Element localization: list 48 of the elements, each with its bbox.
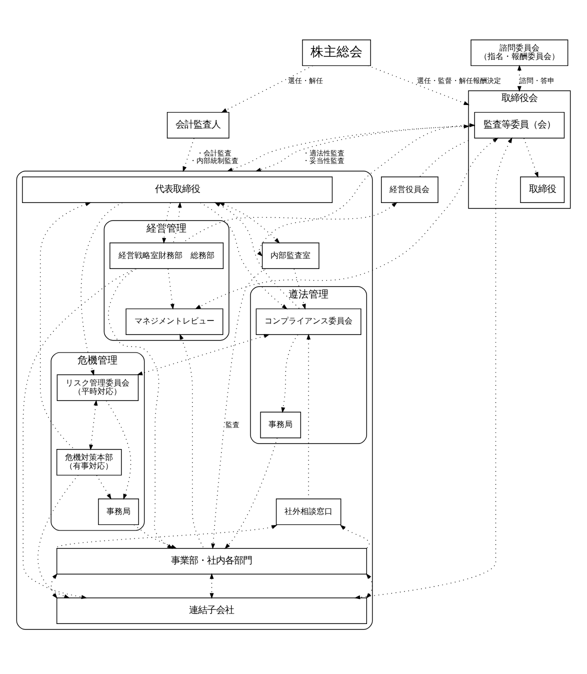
arrow <box>89 399 98 450</box>
arrow <box>281 334 298 413</box>
arrow <box>136 334 270 375</box>
arrow <box>56 524 278 548</box>
arrow <box>80 202 123 376</box>
arrow <box>50 572 58 598</box>
edge-label: ・会計監査・内部統制監査 <box>190 148 239 165</box>
arrow <box>200 202 288 309</box>
arrow <box>106 400 132 500</box>
arrow <box>173 201 182 242</box>
edge-label: 監査 <box>226 419 240 428</box>
arrow <box>294 268 306 310</box>
arrow <box>180 333 204 548</box>
arrow <box>108 268 173 548</box>
arrow <box>255 125 475 172</box>
arrow <box>218 202 280 243</box>
arrow <box>40 202 92 450</box>
arrow <box>340 524 370 548</box>
edge-label: 諮問・答申 <box>519 75 554 84</box>
arrow <box>211 268 266 549</box>
arrow <box>366 572 373 598</box>
arrow <box>221 64 314 112</box>
node-box: 事業部・社内各部門 <box>56 548 368 574</box>
node-box: 代表取締役 <box>22 176 333 203</box>
arrow <box>368 64 470 105</box>
node-box: 監査等委員（会） <box>474 111 565 138</box>
edge-label: ・適法性監査・妥当性監査 <box>302 148 344 165</box>
arrow <box>224 437 278 549</box>
node-box: 連結子会社 <box>56 596 368 624</box>
arrow <box>517 64 522 92</box>
arrow <box>134 524 177 548</box>
arrow <box>214 202 300 309</box>
connector <box>419 140 469 177</box>
arrow <box>524 138 538 178</box>
node-box: 取締役 <box>520 176 565 203</box>
arrow <box>354 136 512 599</box>
edge-label: 選任・解任 <box>288 75 323 84</box>
arrow <box>22 268 136 598</box>
arrow <box>96 474 112 499</box>
node-box: 株主総会 <box>302 39 371 66</box>
arrow <box>182 138 194 172</box>
arrow <box>168 268 174 310</box>
arrow <box>194 137 498 309</box>
arrow <box>210 572 214 598</box>
edge-label: 選任・監督・解任報酬決定 <box>417 75 502 84</box>
arrow <box>38 474 79 598</box>
arrow <box>162 202 171 244</box>
node-box: 会計監査人 <box>166 111 230 138</box>
